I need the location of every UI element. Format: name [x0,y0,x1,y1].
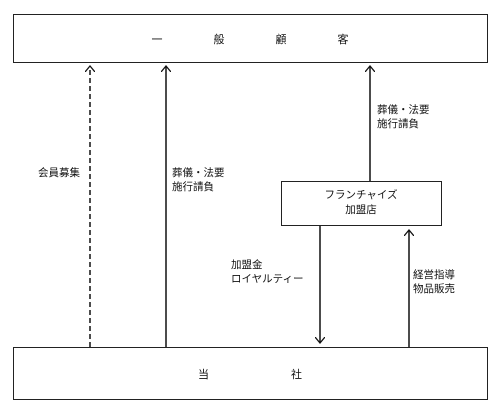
guidance-label: 経営指導 物品販売 [413,269,455,295]
fees-label: 加盟金 ロイヤルティー [231,259,304,285]
franchise-box [281,181,442,226]
customer-box [13,14,488,63]
company-box-label: 当 社 [198,368,322,381]
funeral-direct-label: 葬儀・法要 施行請負 [172,167,225,193]
company-box [13,347,488,400]
funeral-franchise-label: 葬儀・法要 施行請負 [377,104,430,130]
franchise-box-label-1: フランチャイズ [324,189,398,201]
franchise-box-label-2: 加盟店 [345,204,377,216]
customer-box-label: 一 般 顧 客 [151,33,369,46]
recruit-label: 会員募集 [38,167,80,179]
